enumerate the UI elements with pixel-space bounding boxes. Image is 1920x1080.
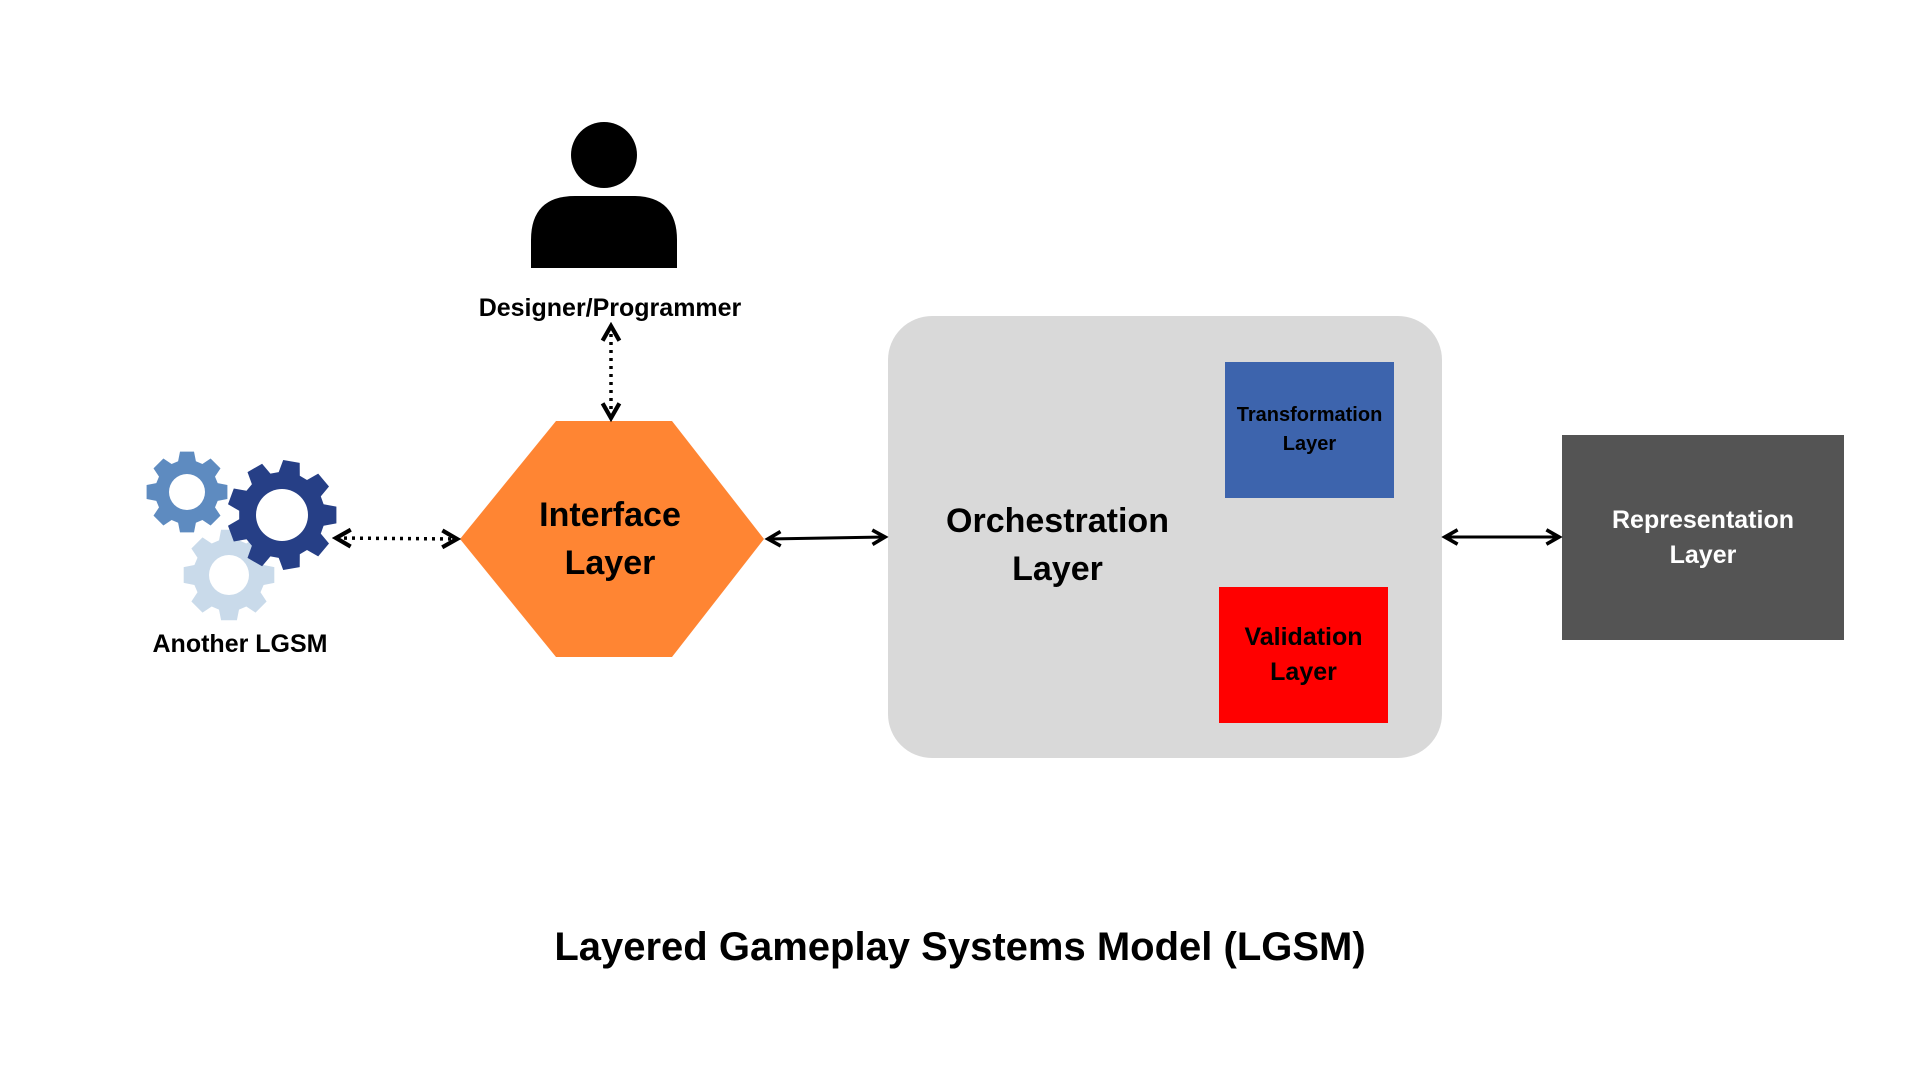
gear-dark-icon: [228, 460, 337, 570]
interface-layer-label: Interface Layer: [539, 496, 681, 582]
lgsm-interface-connector: [331, 527, 462, 550]
another-lgsm-label: Another LGSM: [152, 630, 328, 658]
designer-label: Designer/Programmer: [478, 294, 742, 322]
person-icon: [531, 122, 677, 268]
gear-dark-icon-hole: [256, 489, 308, 541]
interface-layer-hexagon: [460, 421, 764, 657]
interface-orchestration-connector: [764, 528, 889, 548]
gears-icon: [146, 451, 337, 621]
validation-layer-box: [1219, 587, 1388, 723]
gear-light-icon-hole: [209, 555, 249, 595]
gear-mid-icon: [146, 451, 228, 533]
transformation-layer-box: [1225, 362, 1394, 498]
diagram-title: Layered Gameplay Systems Model (LGSM): [554, 925, 1366, 969]
representation-layer-box: [1562, 435, 1844, 640]
gear-mid-icon-hole: [169, 474, 205, 510]
orchestration-layer-label: Orchestration Layer: [946, 502, 1169, 588]
